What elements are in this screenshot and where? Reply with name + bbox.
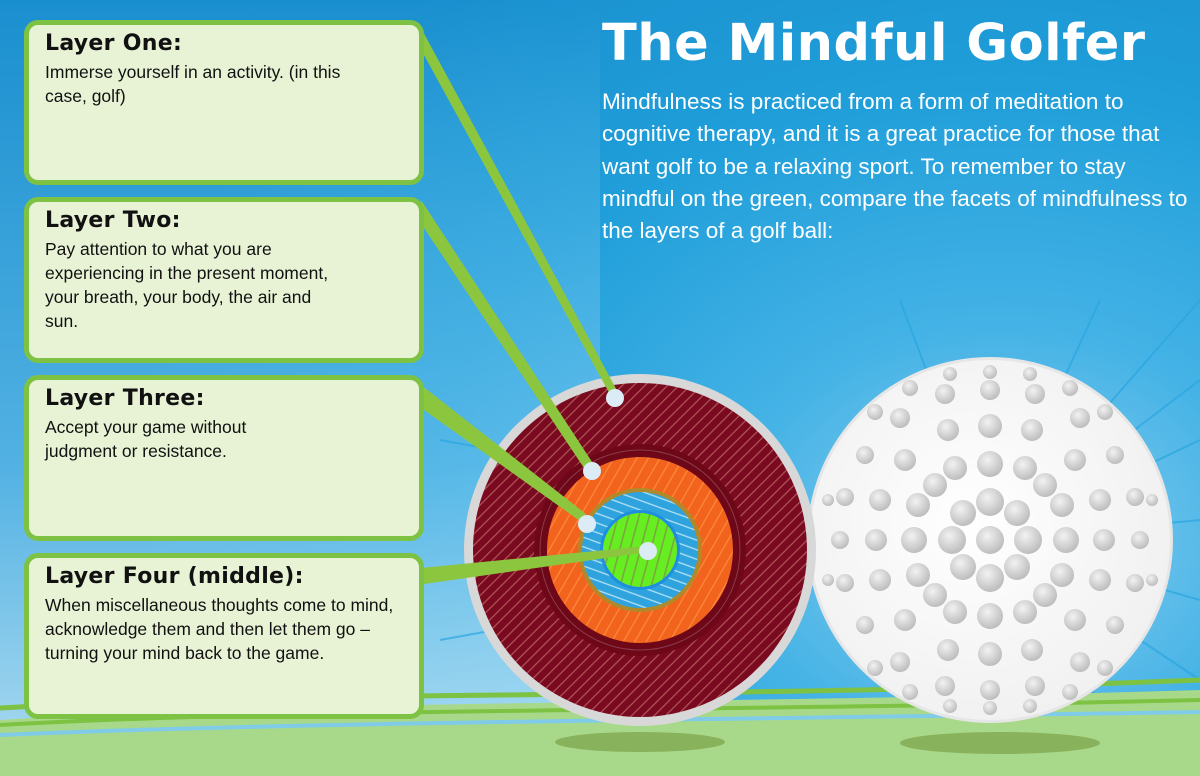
callout-layer-three: Layer Three: Accept your game without ju…	[24, 375, 424, 541]
layer-one-text: Immerse yourself in an activity. (in thi…	[45, 62, 341, 106]
layer-two-text: Pay attention to what you are experienci…	[45, 239, 329, 331]
layer-two-dot	[583, 462, 601, 480]
layer-four-dot	[639, 542, 657, 560]
layer-two-title: Layer Two:	[45, 208, 181, 233]
callout-layer-one: Layer One: Immerse yourself in an activi…	[24, 20, 424, 185]
layer-three-text: Accept your game without judgment or res…	[45, 417, 247, 461]
page-title: The Mindful Golfer	[602, 14, 1146, 73]
callout-connectors	[421, 28, 648, 584]
callout-layer-four: Layer Four (middle): When miscellaneous …	[24, 553, 424, 719]
layer-marker-dots	[578, 389, 657, 560]
layer-one-title: Layer One:	[45, 31, 183, 56]
layer-four-title: Layer Four (middle):	[45, 564, 304, 589]
layer-three-dot	[578, 515, 596, 533]
intro-paragraph: Mindfulness is practiced from a form of …	[602, 89, 1188, 244]
layer-four-text: When miscellaneous thoughts come to mind…	[45, 595, 394, 663]
layer-one-dot	[606, 389, 624, 407]
callout-layer-two: Layer Two: Pay attention to what you are…	[24, 197, 424, 363]
layer-three-title: Layer Three:	[45, 386, 205, 411]
golf-ball-image	[807, 357, 1173, 723]
